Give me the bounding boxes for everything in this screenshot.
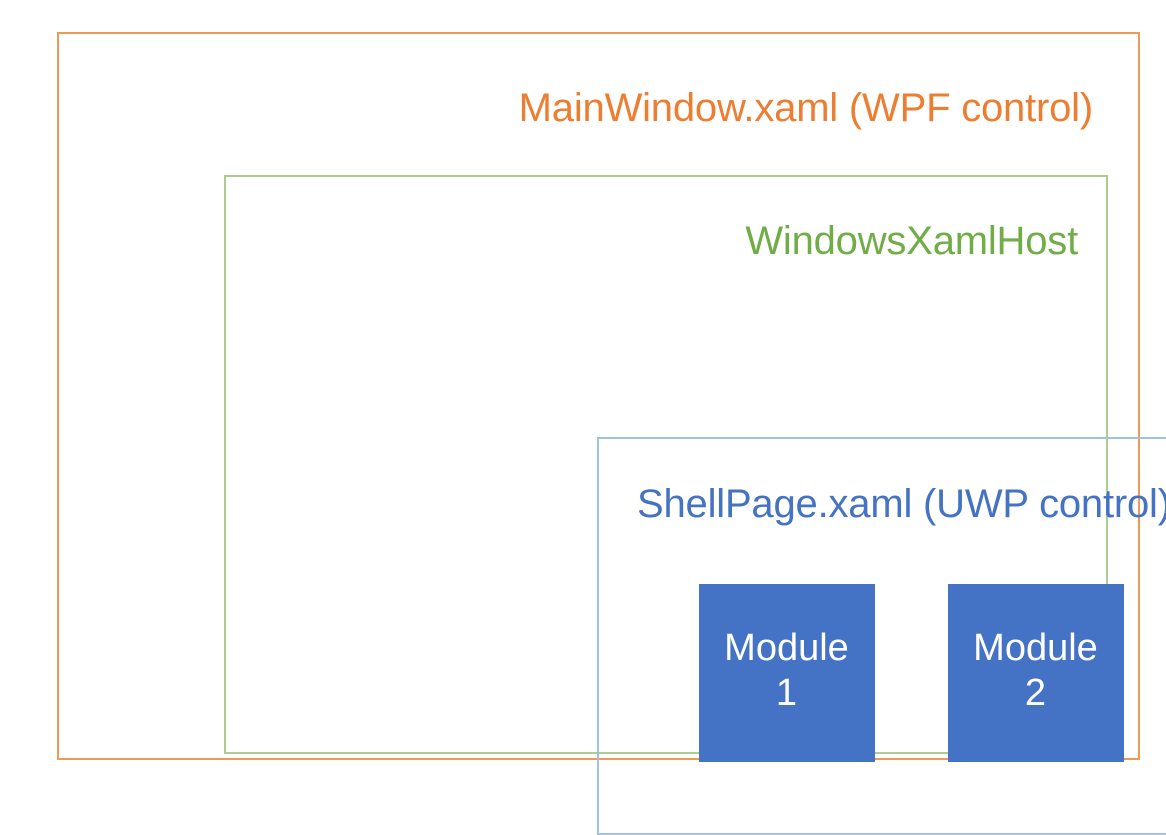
module-1-number: 1 (775, 672, 798, 714)
windowsxamlhost-label: WindowsXamlHost (745, 219, 1078, 263)
mainwindow-label: MainWindow.xaml (WPF control) (518, 86, 1094, 130)
module-box-1: Module 1 (698, 584, 875, 762)
shellpage-label: ShellPage.xaml (UWP control) (637, 482, 1166, 526)
diagram-canvas: MainWindow.xaml (WPF control) WindowsXam… (57, 32, 1166, 835)
module-2-number: 2 (1024, 672, 1047, 714)
shellpage-uwp-container: ShellPage.xaml (UWP control) Module 1 Mo… (597, 437, 1166, 835)
module-1-title: Module (724, 627, 849, 670)
windowsxamlhost-container: WindowsXamlHost ShellPage.xaml (UWP cont… (224, 175, 1166, 835)
module-box-2: Module 2 (947, 584, 1124, 762)
module-2-title: Module (973, 627, 1098, 670)
mainwindow-wpf-container: MainWindow.xaml (WPF control) WindowsXam… (57, 32, 1166, 835)
module-row: Module 1 Module 2 (599, 584, 1166, 762)
